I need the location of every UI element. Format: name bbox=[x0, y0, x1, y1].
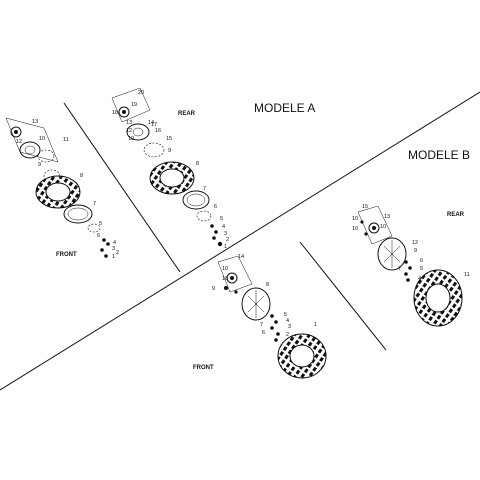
svg-text:10: 10 bbox=[380, 224, 386, 230]
rim-b-rear bbox=[377, 237, 407, 271]
svg-text:7: 7 bbox=[203, 186, 206, 192]
svg-text:5: 5 bbox=[420, 266, 423, 272]
svg-text:10: 10 bbox=[39, 136, 45, 142]
modele-b-rear-assembly: 15 10 10 10 13 12 9 7 6 5 4 11 bbox=[352, 204, 470, 327]
svg-text:2: 2 bbox=[226, 237, 229, 243]
rim-band-a-rear bbox=[182, 190, 210, 210]
hub-b-rear bbox=[360, 220, 380, 236]
dashed-ring-a-rear-2 bbox=[196, 210, 212, 222]
rim-b-front bbox=[241, 287, 271, 321]
svg-text:18: 18 bbox=[112, 110, 118, 116]
svg-text:8: 8 bbox=[266, 282, 269, 288]
svg-text:6: 6 bbox=[97, 233, 100, 239]
svg-text:13: 13 bbox=[384, 214, 390, 220]
callouts-b-front: 14 10 10 9 8 7 6 5 4 3 2 1 bbox=[212, 254, 317, 338]
svg-text:9: 9 bbox=[38, 162, 41, 168]
svg-text:20: 20 bbox=[138, 90, 144, 96]
svg-text:11: 11 bbox=[63, 137, 69, 143]
svg-text:1: 1 bbox=[314, 322, 317, 328]
lug-nuts-b-rear bbox=[404, 260, 412, 282]
svg-text:19: 19 bbox=[131, 102, 137, 108]
modele-b-title: MODELE B bbox=[408, 148, 470, 162]
svg-text:12: 12 bbox=[412, 240, 418, 246]
svg-text:4: 4 bbox=[418, 276, 421, 282]
dashed-ring-a-front-1 bbox=[37, 149, 55, 163]
svg-text:15: 15 bbox=[362, 204, 368, 210]
svg-text:3: 3 bbox=[224, 231, 227, 237]
svg-text:14: 14 bbox=[148, 120, 154, 126]
rear-label-a: REAR bbox=[178, 111, 196, 117]
svg-text:6: 6 bbox=[262, 330, 265, 336]
dashed-ring-a-front-3 bbox=[87, 223, 101, 233]
divider-b-right bbox=[299, 241, 387, 351]
hub-a-rear bbox=[118, 106, 130, 118]
svg-text:17: 17 bbox=[151, 122, 157, 128]
divider-diagonal-main bbox=[0, 91, 480, 391]
svg-text:8: 8 bbox=[196, 161, 199, 167]
svg-text:7: 7 bbox=[93, 201, 96, 207]
modele-a-rear-assembly: 20 19 18 17 16 15 14 13 12 10 9 8 7 6 5 … bbox=[111, 87, 229, 250]
svg-text:4: 4 bbox=[113, 240, 116, 246]
callouts-b-rear: 15 10 10 10 13 12 9 7 6 5 4 11 bbox=[352, 204, 470, 282]
svg-text:10: 10 bbox=[222, 266, 228, 272]
svg-text:10: 10 bbox=[128, 136, 134, 142]
svg-text:3: 3 bbox=[288, 324, 291, 330]
callouts-a-rear: 20 19 18 17 16 15 14 13 12 10 9 8 7 6 5 … bbox=[112, 90, 229, 250]
callouts-a-front: 13 12 10 11 9 8 7 5 6 4 3 2 1 bbox=[16, 119, 119, 260]
front-label-b: FRONT bbox=[193, 365, 214, 371]
svg-text:1: 1 bbox=[112, 254, 115, 260]
rim-a-front bbox=[19, 141, 41, 159]
svg-text:10: 10 bbox=[352, 216, 358, 222]
lug-nuts-a-rear bbox=[210, 224, 223, 247]
front-label-a: FRONT bbox=[56, 252, 77, 258]
hub-a-front bbox=[10, 126, 22, 138]
lug-nuts-b-front bbox=[270, 314, 280, 342]
svg-text:15: 15 bbox=[166, 136, 172, 142]
svg-text:7: 7 bbox=[260, 322, 263, 328]
rim-a-rear bbox=[126, 123, 150, 141]
svg-text:10: 10 bbox=[352, 226, 358, 232]
svg-text:5: 5 bbox=[220, 216, 223, 222]
svg-text:9: 9 bbox=[414, 248, 417, 254]
svg-text:5: 5 bbox=[284, 312, 287, 318]
svg-text:6: 6 bbox=[214, 204, 217, 210]
svg-text:4: 4 bbox=[286, 318, 289, 324]
svg-text:12: 12 bbox=[16, 139, 22, 145]
dashed-ring-a-rear-1 bbox=[143, 142, 165, 158]
svg-text:9: 9 bbox=[212, 286, 215, 292]
modele-b-front-assembly: 14 10 10 9 8 7 6 5 4 3 2 1 bbox=[212, 254, 327, 379]
modele-a-front-assembly: 13 12 10 11 9 8 7 5 6 4 3 2 1 bbox=[5, 117, 119, 260]
rim-band-a-front bbox=[63, 204, 93, 224]
svg-text:2: 2 bbox=[286, 332, 289, 338]
svg-text:4: 4 bbox=[222, 224, 225, 230]
hub-b-front bbox=[224, 272, 238, 294]
svg-text:12: 12 bbox=[126, 128, 132, 134]
modele-a-title: MODELE A bbox=[254, 101, 315, 115]
svg-text:3: 3 bbox=[112, 246, 115, 252]
svg-text:14: 14 bbox=[238, 254, 244, 260]
svg-text:13: 13 bbox=[126, 120, 132, 126]
svg-text:6: 6 bbox=[420, 258, 423, 264]
svg-text:7: 7 bbox=[398, 266, 401, 272]
divider-a-left bbox=[63, 102, 181, 273]
svg-text:13: 13 bbox=[32, 119, 38, 125]
rear-label-b: REAR bbox=[447, 212, 465, 218]
svg-text:10: 10 bbox=[222, 276, 228, 282]
svg-text:16: 16 bbox=[155, 128, 161, 134]
svg-text:2: 2 bbox=[116, 250, 119, 256]
svg-text:11: 11 bbox=[464, 272, 470, 278]
svg-text:5: 5 bbox=[99, 221, 102, 227]
lug-nuts-a-front bbox=[100, 238, 110, 258]
svg-text:1: 1 bbox=[224, 244, 227, 250]
svg-text:8: 8 bbox=[80, 173, 83, 179]
svg-text:9: 9 bbox=[168, 148, 171, 154]
